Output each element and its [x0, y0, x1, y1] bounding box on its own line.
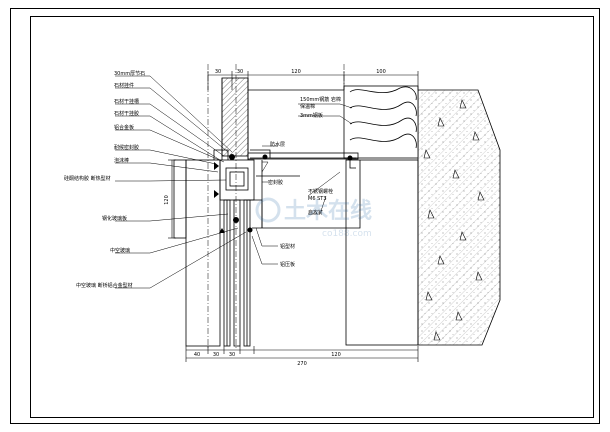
label-right-9: 铝压板: [280, 261, 295, 268]
dim-total: 270: [297, 361, 307, 367]
label-left-9: 中空玻璃: [110, 247, 130, 254]
label-left-4: 铝合金板: [114, 124, 134, 131]
dim-left: 120: [164, 195, 170, 205]
watermark-url: co188.com: [322, 229, 372, 239]
inner-border: [30, 16, 594, 418]
left-dimension: [168, 159, 176, 239]
dim-bottom-2: 30: [213, 352, 219, 358]
label-right-8: 铝型材: [280, 243, 295, 250]
dim-bottom-3: 30: [229, 352, 235, 358]
insulation-layer: [343, 85, 419, 159]
label-right-0: 150mm钢筋 岩棉: [300, 96, 341, 103]
label-right-6: M6 ST3: [308, 196, 327, 202]
right-leaders: [251, 103, 353, 265]
label-left-3: 石材干挂胶: [114, 110, 139, 117]
label-right-7: 自攻钉: [308, 209, 323, 216]
label-left-10: 中空玻璃 断桥铝合金型材: [76, 282, 133, 289]
label-left-8: 钢化玻璃板: [102, 215, 127, 222]
left-leaders: [115, 75, 247, 289]
dim-top-4: 100: [376, 69, 386, 75]
label-left-1: 石材挂件: [114, 82, 134, 89]
label-left-5: 耐候密封胶: [114, 144, 139, 151]
label-right-5: 不锈钢螺栓: [308, 188, 333, 195]
dim-bottom-4: 120: [331, 352, 341, 358]
dim-bottom-1: 40: [194, 352, 200, 358]
dim-top-2: 30: [237, 69, 243, 75]
watermark-text: 土木在线: [284, 198, 372, 224]
outer-border: [10, 8, 600, 424]
dim-top-1: 30: [215, 69, 221, 75]
watermark: 土木在线 co188.com: [255, 197, 372, 239]
label-left-2: 石材干挂槽: [114, 98, 139, 105]
label-right-1: 保温棉: [300, 103, 315, 110]
label-left-7: 硅酮结构胶 断热型材: [64, 175, 111, 182]
concrete-wall: [417, 89, 501, 346]
label-right-4: 密封胶: [268, 179, 283, 186]
label-left-6: 泡沫棒: [114, 157, 129, 164]
stone-panel: [221, 77, 249, 157]
label-left-0: 30mm厚节石: [114, 71, 145, 77]
label-right-2: 3mm钢板: [300, 112, 323, 119]
center-lines: [207, 64, 345, 350]
dim-top-3: 120: [291, 69, 301, 75]
bottom-dimension-chain: [185, 346, 419, 362]
label-right-3: 防水层: [270, 141, 285, 148]
